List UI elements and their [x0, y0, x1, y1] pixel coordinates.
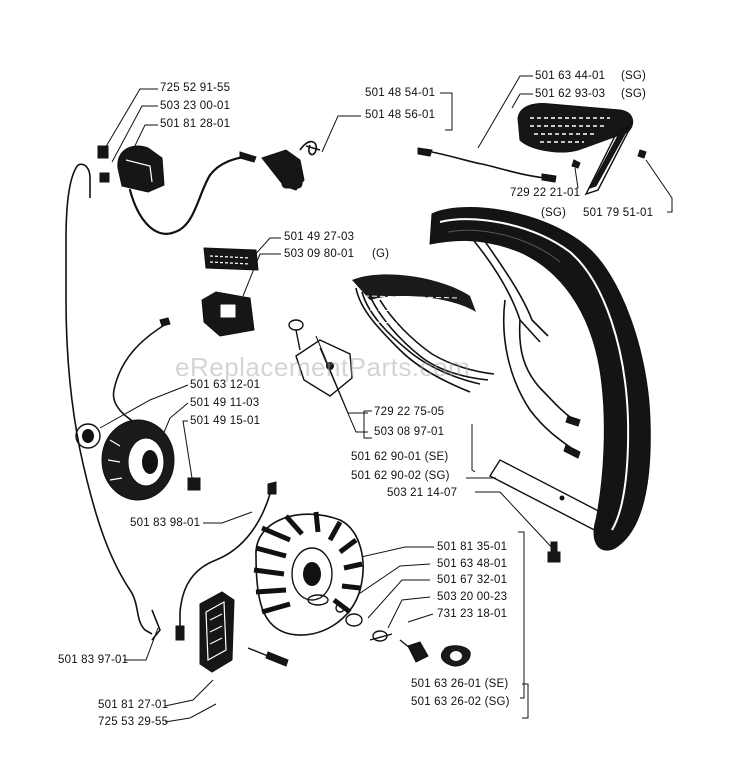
part-label-501-62-90-01: 501 62 90-01 (SE)	[351, 451, 449, 463]
part-label-503-23-00-01: 503 23 00-01	[160, 100, 231, 112]
part-label-725-53-29-55: 725 53 29-55	[98, 716, 169, 728]
part-label-729-22-21-01: 729 22 21-01	[510, 187, 581, 199]
wiring-loom-part	[352, 274, 495, 393]
part-label-503-08-97-01: 503 08 97-01	[374, 426, 445, 438]
part-label-501-83-98-01: 501 83 98-01	[130, 517, 201, 529]
fan-flywheel-part	[253, 511, 471, 667]
part-label-503-09-80-01: 503 09 80-01	[284, 248, 355, 260]
ignition-module-part	[199, 591, 289, 673]
part-label-501-63-26-01: 501 63 26-01 (SE)	[411, 678, 509, 690]
part-label-731-23-18-01: 731 23 18-01	[437, 608, 508, 620]
ignition-lead-part	[175, 481, 277, 641]
part-label-501-49-15-01: 501 49 15-01	[190, 415, 261, 427]
watermark-text: eReplacementParts.com	[175, 352, 471, 382]
part-label-501-63-48-01: 501 63 48-01	[437, 558, 508, 570]
part-label-729-22-75-05: 729 22 75-05	[374, 406, 445, 418]
part-label-501-81-35-01: 501 81 35-01	[437, 541, 508, 553]
handlebar-part	[429, 207, 651, 563]
part-label-501-81-27-01: 501 81 27-01	[98, 699, 169, 711]
part-label-501-79-51-01: 501 79 51-01	[583, 207, 654, 219]
leader-lines	[99, 75, 673, 723]
part-label-725-52-91-55: 725 52 91-55	[160, 82, 231, 94]
part-label-501-63-12-01: 501 63 12-01	[190, 379, 261, 391]
stop-switch-part	[201, 247, 259, 337]
part-label-501-48-56-01: 501 48 56-01	[365, 109, 436, 121]
part-label-729-22-21-01-variant: (SG)	[541, 207, 567, 219]
rear-ignition-wire	[65, 163, 161, 641]
terminal-block-part	[288, 319, 353, 397]
part-label-501-62-93-03-variant: (SG)	[621, 88, 647, 100]
part-label-501-49-11-03: 501 49 11-03	[190, 397, 260, 409]
part-label-501-63-44-01-variant: (SG)	[621, 70, 647, 82]
part-label-501-49-27-03: 501 49 27-03	[284, 231, 355, 243]
part-label-501-83-97-01: 501 83 97-01	[58, 654, 129, 666]
part-label-501-67-32-01: 501 67 32-01	[437, 574, 508, 586]
part-label-501-81-28-01: 501 81 28-01	[160, 118, 231, 130]
part-label-503-20-00-23: 503 20 00-23	[437, 591, 508, 603]
ignition-coil-part	[97, 145, 252, 235]
heater-element-part	[517, 103, 647, 196]
spark-plug-cap-part	[239, 140, 321, 191]
part-label-501-63-44-01: 501 63 44-01	[535, 70, 606, 82]
flywheel-magnet-part	[75, 317, 201, 501]
part-label-501-48-54-01: 501 48 54-01	[365, 87, 436, 99]
part-label-503-09-80-01-variant: (G)	[372, 248, 390, 260]
part-label-503-21-14-07: 503 21 14-07	[387, 487, 458, 499]
top-ignition-wire-part	[417, 147, 557, 183]
part-label-501-62-90-02: 501 62 90-02 (SG)	[351, 470, 450, 482]
part-label-501-62-93-03: 501 62 93-03	[535, 88, 606, 100]
part-label-501-63-26-02: 501 63 26-02 (SG)	[411, 696, 510, 708]
